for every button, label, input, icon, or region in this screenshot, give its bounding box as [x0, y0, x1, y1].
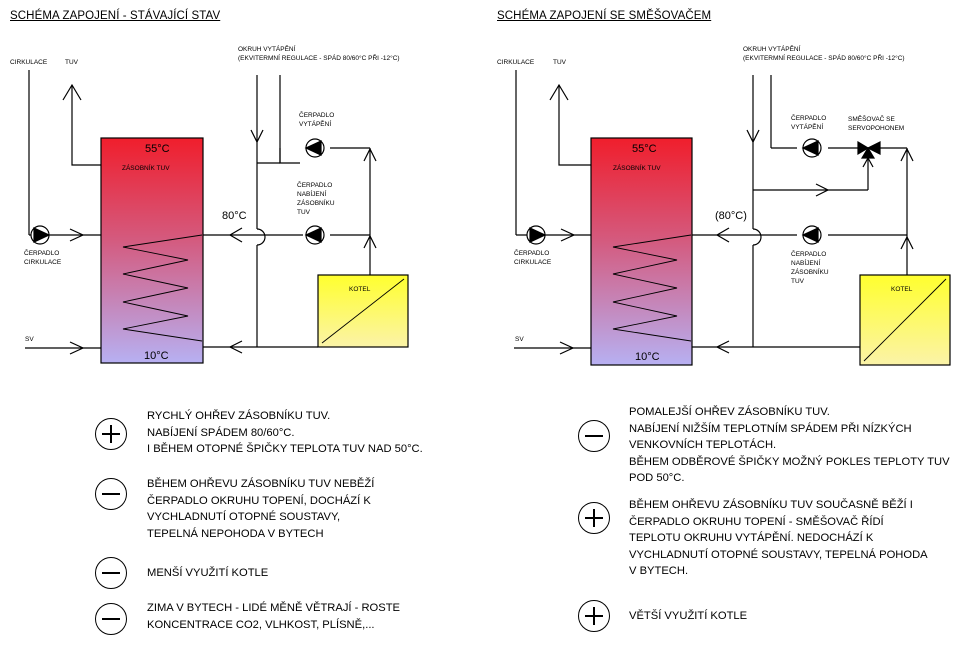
left-label-temp-80: 80°C — [222, 210, 247, 222]
right-pump-charging — [801, 225, 822, 245]
right-label-tank-top-temp: 55°C — [632, 143, 657, 155]
right-label-pump-charging-3: ZÁSOBNÍKU — [791, 267, 829, 276]
left-label-sv: SV — [25, 336, 34, 343]
left-label-pump-charging-2: NABÍJENÍ — [297, 189, 326, 198]
right-label-temp-80: (80°C) — [715, 210, 747, 222]
left-diagram — [25, 70, 409, 364]
left-label-heating-regulation: (EKVITERMNÍ REGULACE - SPÁD 80/60°C PŘI … — [238, 53, 400, 62]
right-label-mixer-1: SMĚŠOVAČ SE — [848, 114, 896, 123]
right-note-3: VĚTŠÍ VYUŽITÍ KOTLE — [629, 610, 748, 622]
right-label-pump-circ-2: CIRKULACE — [514, 259, 552, 266]
right-label-kotel: KOTEL — [891, 286, 913, 293]
right-diagram-title: SCHÉMA ZAPOJENÍ SE SMĚŠOVAČEM — [497, 10, 712, 22]
right-label-heating-regulation: (EKVITERMNÍ REGULACE - SPÁD 80/60°C PŘI … — [743, 53, 905, 62]
plus-icon — [578, 502, 610, 534]
left-label-circulation: CIRKULACE — [10, 59, 48, 66]
right-label-tuv: TUV — [553, 59, 567, 66]
left-tank-coil — [122, 234, 203, 342]
left-note-4: ZIMA V BYTECH - LIDÉ MĚNĚ VĚTRAJÍ - ROST… — [147, 602, 400, 631]
left-dhw-tank — [100, 137, 204, 364]
right-label-pump-charging-1: ČERPADLO — [791, 249, 826, 258]
left-pump-heating — [304, 138, 325, 158]
left-diagram-title: SCHÉMA ZAPOJENÍ - STÁVAJÍCÍ STAV — [10, 10, 221, 22]
left-label-pump-charging-3: ZÁSOBNÍKU — [297, 198, 335, 207]
right-label-pump-charging-2: NABÍJENÍ — [791, 258, 820, 267]
right-diagram — [514, 70, 951, 366]
plus-icon — [578, 600, 610, 632]
right-label-pump-circ-1: ČERPADLO — [514, 248, 549, 257]
left-label-kotel: KOTEL — [349, 286, 371, 293]
left-label-pump-charging-4: TUV — [297, 209, 311, 216]
left-label-tuv: TUV — [65, 59, 79, 66]
right-label-mixer-2: SERVOPOHONEM — [848, 125, 904, 132]
minus-icon — [578, 420, 610, 452]
right-note-2: BĚHEM OHŘEVU ZÁSOBNÍKU TUV SOUČASNĚ BĚŽÍ… — [629, 499, 928, 577]
right-mixing-valve — [857, 140, 881, 159]
left-label-heating-circuit: OKRUH VYTÁPĚNÍ — [238, 44, 296, 53]
right-pump-circulation — [526, 225, 547, 245]
right-label-circulation: CIRKULACE — [497, 59, 535, 66]
left-note-2: BĚHEM OHŘEVU ZÁSOBNÍKU TUV NEBĚŽÍ ČERPAD… — [147, 478, 375, 540]
left-note-3: MENŠÍ VYUŽITÍ KOTLE — [147, 567, 269, 579]
left-label-pump-heating-1: ČERPADLO — [299, 110, 334, 119]
left-label-pump-circ-2: CIRKULACE — [24, 259, 62, 266]
right-label-pump-charging-4: TUV — [791, 278, 805, 285]
left-pump-charging — [304, 225, 325, 245]
right-tank-coil — [612, 234, 692, 342]
minus-icon — [95, 603, 127, 635]
right-note-1: POMALEJŠÍ OHŘEV ZÁSOBNÍKU TUV. NABÍJENÍ … — [629, 406, 950, 484]
left-labels: CIRKULACE TUV OKRUH VYTÁPĚNÍ (EKVITERMNÍ… — [10, 44, 400, 362]
right-label-pump-heating-2: VYTÁPĚNÍ — [791, 122, 823, 131]
left-label-pump-charging-1: ČERPADLO — [297, 180, 332, 189]
right-labels: CIRKULACE TUV OKRUH VYTÁPĚNÍ (EKVITERMNÍ… — [497, 44, 913, 363]
minus-icon — [95, 557, 127, 589]
left-label-pump-circ-1: ČERPADLO — [24, 248, 59, 257]
right-label-tank-name: ZÁSOBNÍK TUV — [613, 163, 661, 172]
right-pump-heating — [801, 138, 822, 158]
left-label-pump-heating-2: VYTÁPĚNÍ — [299, 119, 331, 128]
left-label-tank-name: ZÁSOBNÍK TUV — [122, 163, 170, 172]
left-note-1: RYCHLÝ OHŘEV ZÁSOBNÍKU TUV. NABÍJENÍ SPÁ… — [147, 410, 423, 455]
right-label-sv: SV — [515, 336, 524, 343]
right-label-heating-circuit: OKRUH VYTÁPĚNÍ — [743, 44, 801, 53]
right-label-pump-heating-1: ČERPADLO — [791, 113, 826, 122]
plus-icon — [95, 418, 127, 450]
minus-icon — [95, 478, 127, 510]
left-pump-circulation — [30, 225, 51, 245]
right-dhw-tank — [590, 137, 693, 366]
left-label-tank-bottom-temp: 10°C — [144, 350, 169, 362]
left-label-tank-top-temp: 55°C — [145, 143, 170, 155]
right-label-tank-bottom-temp: 10°C — [635, 351, 660, 363]
